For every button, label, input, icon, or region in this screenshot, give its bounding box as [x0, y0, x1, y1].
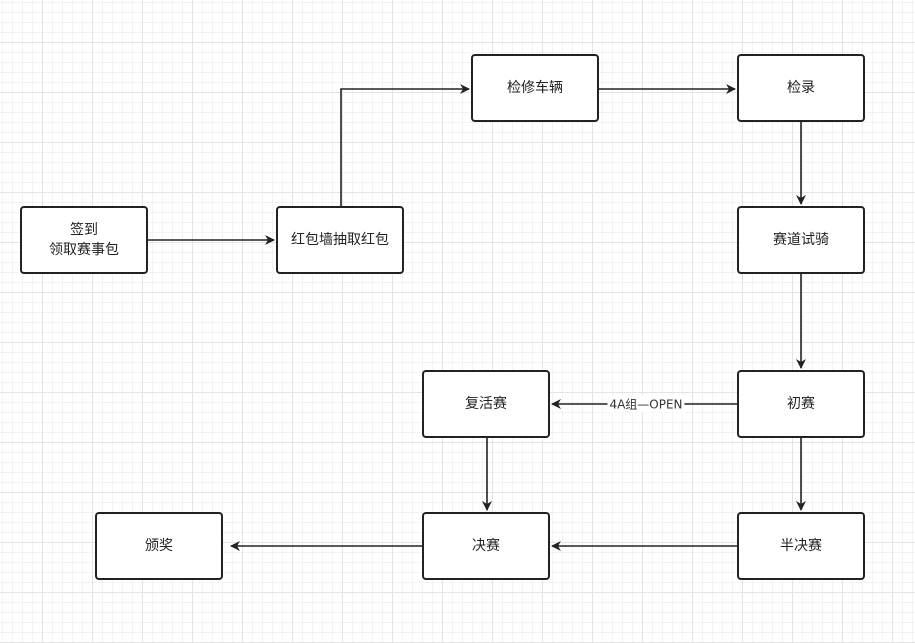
node-trial[interactable]: 赛道试骑 — [737, 206, 865, 274]
node-semifinal[interactable]: 半决赛 — [737, 512, 865, 580]
node-award[interactable]: 颁奖 — [95, 512, 223, 580]
node-signin[interactable]: 签到 领取赛事包 — [20, 206, 148, 274]
edge-label-prelim-to-revival: 4A组—OPEN — [607, 395, 685, 413]
node-revival[interactable]: 复活赛 — [422, 370, 550, 438]
node-checkin[interactable]: 检录 — [737, 54, 865, 122]
edge-redpacket-to-repair[interactable] — [340, 84, 470, 206]
node-prelim[interactable]: 初赛 — [737, 370, 865, 438]
node-final[interactable]: 决赛 — [422, 512, 550, 580]
node-repair[interactable]: 检修车辆 — [471, 54, 599, 122]
node-redpacket[interactable]: 红包墙抽取红包 — [276, 206, 404, 274]
